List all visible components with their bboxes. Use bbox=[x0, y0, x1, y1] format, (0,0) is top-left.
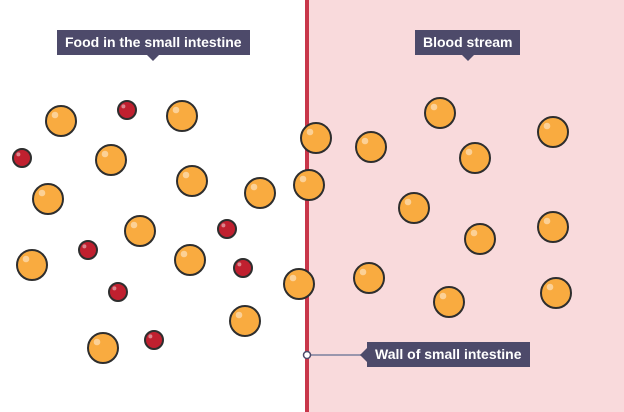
large-molecule bbox=[537, 116, 569, 148]
large-molecule bbox=[355, 131, 387, 163]
blood-stream-label: Blood stream bbox=[415, 30, 521, 61]
large-molecule bbox=[464, 223, 496, 255]
large-molecule bbox=[16, 249, 48, 281]
small-molecule bbox=[108, 282, 128, 302]
wall-label: Wall of small intestine bbox=[360, 342, 530, 367]
food-label: Food in the small intestine bbox=[57, 30, 250, 61]
large-molecule bbox=[424, 97, 456, 129]
large-molecule bbox=[174, 244, 206, 276]
small-molecule bbox=[78, 240, 98, 260]
large-molecule bbox=[293, 169, 325, 201]
large-molecule bbox=[353, 262, 385, 294]
small-molecule bbox=[217, 219, 237, 239]
large-molecule bbox=[124, 215, 156, 247]
large-molecule bbox=[32, 183, 64, 215]
large-molecule bbox=[300, 122, 332, 154]
large-molecule bbox=[398, 192, 430, 224]
small-molecule bbox=[12, 148, 32, 168]
large-molecule bbox=[176, 165, 208, 197]
small-molecule bbox=[117, 100, 137, 120]
small-molecule bbox=[144, 330, 164, 350]
large-molecule bbox=[166, 100, 198, 132]
large-molecule bbox=[537, 211, 569, 243]
large-molecule bbox=[45, 105, 77, 137]
large-molecule bbox=[229, 305, 261, 337]
intestine-wall bbox=[305, 0, 309, 412]
wall-label-dot bbox=[302, 350, 312, 360]
large-molecule bbox=[459, 142, 491, 174]
large-molecule bbox=[87, 332, 119, 364]
large-molecule bbox=[283, 268, 315, 300]
large-molecule bbox=[95, 144, 127, 176]
large-molecule bbox=[244, 177, 276, 209]
large-molecule bbox=[433, 286, 465, 318]
small-molecule bbox=[233, 258, 253, 278]
large-molecule bbox=[540, 277, 572, 309]
